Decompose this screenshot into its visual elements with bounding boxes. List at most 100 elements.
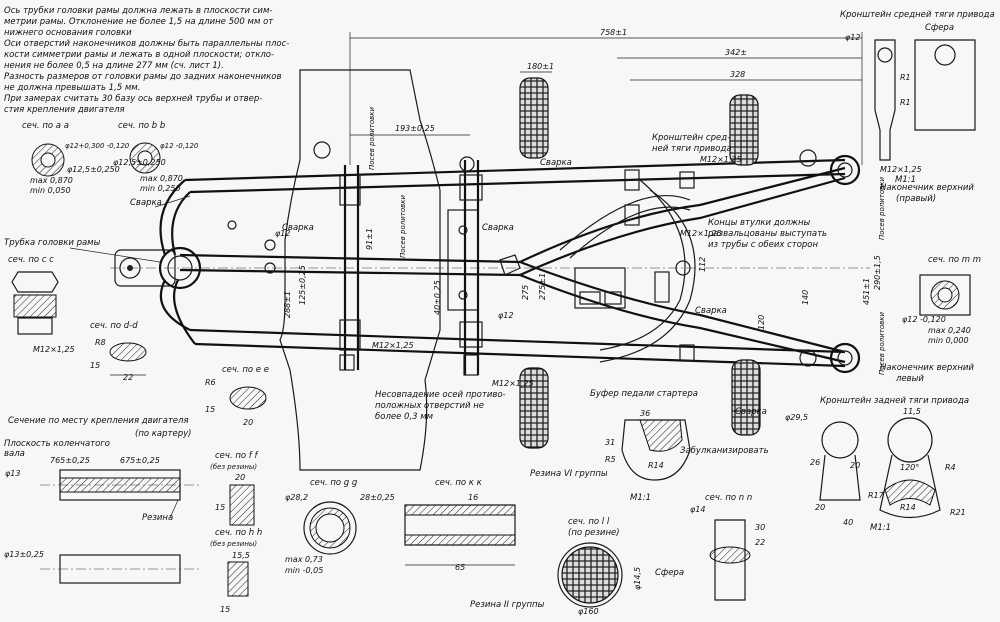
note-line: метрии рамы. Отклонение не более 1,5 на …	[4, 17, 274, 27]
note-line: кости симметрии рамы и лежать в одной пл…	[4, 50, 274, 60]
svg-text:φ12 -0,120: φ12 -0,120	[160, 142, 199, 150]
svg-text:15: 15	[220, 605, 230, 614]
section-n-n: сеч. по n n φ14 30 22 Сфера	[655, 493, 765, 601]
svg-text:288±1: 288±1	[283, 291, 292, 318]
svg-text:30: 30	[755, 523, 765, 532]
svg-text:125±0,25: 125±0,25	[298, 265, 307, 305]
main-callouts: Трубка головки рамы Сварка Сварка Сварка…	[4, 133, 974, 479]
svg-text:М1:1: М1:1	[870, 523, 891, 533]
svg-text:φ12: φ12	[845, 33, 860, 42]
svg-text:(без резины): (без резины)	[210, 463, 257, 471]
svg-text:20: 20	[235, 473, 245, 482]
label-weld: Сварка	[482, 223, 514, 233]
svg-text:Резина: Резина	[142, 513, 173, 523]
svg-text:20: 20	[243, 418, 253, 427]
svg-text:31: 31	[605, 438, 615, 447]
svg-text:Сфера: Сфера	[925, 23, 954, 33]
dim-342: 342±	[725, 48, 747, 57]
svg-text:сеч. по f f: сеч. по f f	[215, 451, 259, 461]
label-weld: Сварка	[282, 223, 314, 233]
svg-text:сеч. по n n: сеч. по n n	[705, 493, 752, 503]
section-d-d: сеч. по d-d R8 15 22	[90, 321, 147, 382]
section-e-e: сеч. по е е R6 15 20	[205, 365, 269, 427]
svg-text:М12×1,25: М12×1,25	[680, 229, 722, 238]
svg-text:16: 16	[468, 493, 478, 502]
svg-text:max 0,73: max 0,73	[285, 555, 323, 564]
rear-tips	[829, 154, 861, 374]
label-weld: Сварка	[540, 158, 572, 168]
label-misalign: Несовпадение осей противо-	[375, 390, 506, 400]
svg-text:36: 36	[640, 409, 650, 418]
svg-text:120°: 120°	[900, 463, 919, 472]
axis-label: Посев ролитовки	[878, 311, 886, 375]
svg-text:М1:1: М1:1	[895, 175, 916, 185]
axis-label: Посев ролитовки	[399, 194, 407, 258]
note-line: Разность размеров от головки рамы до зад…	[4, 72, 282, 82]
svg-text:М12×1,25: М12×1,25	[700, 155, 742, 164]
svg-text:М12×1,25: М12×1,25	[880, 165, 922, 174]
svg-text:сеч. по е е: сеч. по е е	[222, 365, 269, 375]
svg-text:112: 112	[698, 257, 707, 272]
label-weld: Сварка	[130, 198, 162, 208]
dim-328: 328	[730, 70, 745, 79]
dim-180: 180±1	[527, 62, 554, 71]
svg-text:max 0,240: max 0,240	[928, 326, 971, 335]
label-bushing-note: Концы втулки должны	[708, 218, 811, 228]
svg-text:min -0,05: min -0,05	[285, 566, 323, 575]
svg-text:Кронштейн задней тяги привода: Кронштейн задней тяги привода	[820, 396, 969, 406]
section-g-g: сеч. по g g φ28,2 28±0,25 max 0,73 min -…	[285, 478, 395, 575]
svg-text:φ12+0,300 -0,120: φ12+0,300 -0,120	[65, 142, 130, 150]
svg-text:451±1: 451±1	[862, 278, 871, 305]
svg-text:R6: R6	[205, 378, 216, 387]
label-bracket-mid: Кронштейн сред-	[652, 133, 730, 143]
svg-text:сеч. по d-d: сеч. по d-d	[90, 321, 138, 331]
section-k-k: сеч. по к к 16 65	[404, 478, 516, 572]
mid-bracket-detail: Кронштейн средней тяги привода Сфера φ12…	[840, 10, 995, 185]
svg-text:Сечение по месту крепления дви: Сечение по месту крепления двигателя	[8, 416, 189, 426]
label-rubber-vi: Резина VI группы	[530, 469, 608, 479]
svg-text:М12×1,25: М12×1,25	[33, 345, 75, 354]
section-m-m: сеч. по m m φ12 -0,120 max 0,240 min 0,0…	[902, 255, 981, 345]
svg-text:R21: R21	[950, 508, 966, 517]
rear-bracket-detail: Кронштейн задней тяги привода φ29,5 11,5…	[785, 396, 969, 533]
axis-label: Посев ролитовки	[368, 106, 376, 170]
section-h-h: сеч. по h h (без резины) 15,5 15	[210, 528, 262, 614]
svg-text:275±1: 275±1	[538, 273, 547, 300]
svg-text:φ160: φ160	[578, 607, 599, 616]
svg-text:max 0,870: max 0,870	[30, 176, 73, 185]
svg-text:15: 15	[215, 503, 225, 512]
svg-text:(по картеру): (по картеру)	[135, 429, 191, 439]
svg-text:сеч. по m m: сеч. по m m	[928, 255, 981, 265]
dim-193: 193±0,25	[395, 124, 435, 133]
svg-text:275: 275	[521, 285, 530, 300]
section-a-a: сеч. по а а φ12+0,300 -0,120 φ12,5±0,250…	[22, 121, 130, 195]
svg-text:26: 26	[810, 458, 820, 467]
svg-text:сеч. по g g: сеч. по g g	[310, 478, 358, 488]
engine-mount-section: Сечение по месту крепления двигателя (по…	[4, 416, 200, 584]
svg-text:min 0,250: min 0,250	[140, 184, 181, 193]
svg-text:22: 22	[755, 538, 765, 547]
note-line: нижнего основания головки	[4, 28, 132, 38]
svg-text:91±1: 91±1	[365, 228, 374, 250]
svg-text:140: 140	[801, 290, 810, 305]
svg-text:Кронштейн средней тяги привода: Кронштейн средней тяги привода	[840, 10, 995, 20]
svg-text:φ14: φ14	[690, 505, 705, 514]
label-bracket-mid: ней тяги привода	[652, 144, 732, 154]
svg-text:28±0,25: 28±0,25	[360, 493, 395, 502]
main-frame	[110, 158, 870, 375]
label-weld: Сварка	[735, 407, 767, 417]
note-line: не должна превышать 1,5 мм.	[4, 83, 140, 93]
label-tip-left: левый	[895, 374, 924, 384]
note-line: Ось трубки головки рамы должна лежать в …	[4, 6, 272, 16]
svg-text:φ13: φ13	[5, 469, 20, 478]
svg-text:Плоскость коленчатого: Плоскость коленчатого	[4, 439, 110, 449]
section-c-c: сеч. по с с М12×1,25	[8, 255, 75, 354]
svg-text:Резина II группы: Резина II группы	[470, 600, 545, 610]
svg-text:вала: вала	[4, 449, 25, 459]
note-line: нения не более 0,5 на длине 277 мм (сч. …	[4, 61, 224, 71]
svg-text:М12×1,25: М12×1,25	[372, 341, 414, 350]
svg-text:сеч. по с с: сеч. по с с	[8, 255, 54, 265]
svg-text:R14: R14	[648, 461, 664, 470]
svg-text:22: 22	[123, 373, 133, 382]
section-l-l: сеч. по l l (по резине) φ14,5 φ160 Резин…	[470, 517, 642, 616]
